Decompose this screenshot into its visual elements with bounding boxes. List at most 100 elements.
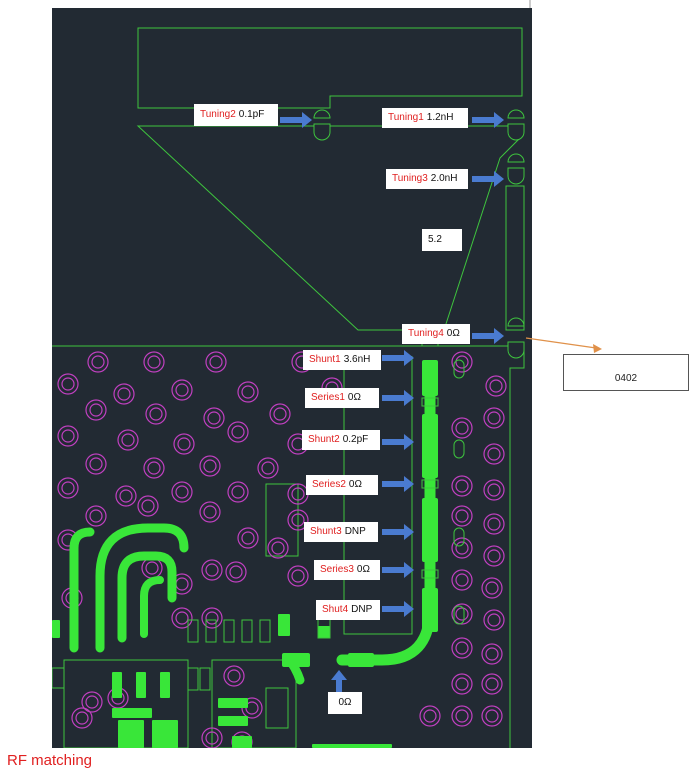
via [269, 403, 291, 425]
via-inner [117, 387, 131, 401]
arrow-shunt1 [382, 350, 414, 366]
arrow-series1 [382, 390, 414, 406]
shut4-name: Shut4 [322, 604, 349, 615]
via [57, 373, 79, 395]
shunt1-value: 3.6nH [343, 354, 371, 365]
via [199, 501, 221, 523]
via-inner [89, 457, 103, 471]
ground-edge [52, 345, 525, 748]
via-inner [455, 641, 469, 655]
via-inner [487, 411, 501, 425]
pcb-board [52, 8, 532, 748]
via [483, 479, 505, 501]
package-pointer-head [593, 344, 602, 353]
via-inner [455, 677, 469, 691]
series3-value: 0Ω [356, 564, 370, 575]
via [117, 429, 139, 451]
tuning2-name: Tuning2 [200, 109, 236, 120]
via-inner [423, 709, 437, 723]
via [199, 455, 221, 477]
series3-name: Series3 [320, 564, 354, 575]
via-inner [455, 479, 469, 493]
label-5-2: 5.2 [422, 229, 462, 251]
via [85, 399, 107, 421]
via [287, 565, 309, 587]
via-inner [271, 541, 285, 555]
via [57, 477, 79, 499]
via-inner [241, 385, 255, 399]
arrow-0ohm [331, 670, 347, 692]
component-outline-c [211, 659, 297, 748]
tuning4-value: 0Ω [446, 328, 460, 339]
via [145, 403, 167, 425]
via-inner [61, 481, 75, 495]
via-inner [455, 421, 469, 435]
via-inner [177, 437, 191, 451]
antenna-top-rect [137, 27, 523, 109]
arrow-shunt3 [382, 524, 414, 540]
tuning3-value: 2.0nH [430, 173, 458, 184]
via [85, 505, 107, 527]
via-inner [485, 647, 499, 661]
via-inner [203, 459, 217, 473]
via [483, 513, 505, 535]
via-inner [487, 549, 501, 563]
via [225, 561, 247, 583]
arrow-series3 [382, 562, 414, 578]
via-inner [455, 509, 469, 523]
via [483, 407, 505, 429]
via-inner [455, 573, 469, 587]
via-inner [205, 563, 219, 577]
via [87, 351, 109, 373]
series2-value: 0Ω [348, 479, 362, 490]
via-inner [89, 509, 103, 523]
via-inner [487, 517, 501, 531]
via [171, 379, 193, 401]
arrow-tuning2 [280, 112, 312, 128]
arrow-tuning3 [472, 171, 504, 187]
via [451, 475, 473, 497]
pad-outlines [52, 337, 465, 729]
via [481, 673, 503, 695]
via-inner [205, 611, 219, 625]
via [451, 569, 473, 591]
package-note-box: 0402 [563, 354, 689, 391]
via-inner [85, 695, 99, 709]
via-inner [175, 577, 189, 591]
via-inner [485, 581, 499, 595]
via [115, 485, 137, 507]
via [419, 705, 441, 727]
via [171, 481, 193, 503]
via-inner [273, 407, 287, 421]
via [205, 351, 227, 373]
via-inner [147, 461, 161, 475]
via-inner [231, 425, 245, 439]
ic-trace-1 [69, 523, 189, 653]
via-inner [487, 483, 501, 497]
via [141, 557, 163, 579]
via [451, 351, 473, 373]
via [237, 381, 259, 403]
package-pointer-line [525, 337, 597, 349]
via-inner [455, 709, 469, 723]
arrow-tuning1 [472, 112, 504, 128]
via-field [57, 351, 507, 748]
shunt1-name: Shunt1 [309, 354, 341, 365]
via [113, 383, 135, 405]
via-inner [141, 499, 155, 513]
via-inner [75, 711, 89, 725]
via [451, 673, 473, 695]
via-inner [61, 377, 75, 391]
via [173, 433, 195, 455]
via [483, 443, 505, 465]
pcb-layout [52, 27, 525, 748]
via-inner [229, 565, 243, 579]
label-0ohm-bottom: 0Ω [328, 692, 362, 714]
